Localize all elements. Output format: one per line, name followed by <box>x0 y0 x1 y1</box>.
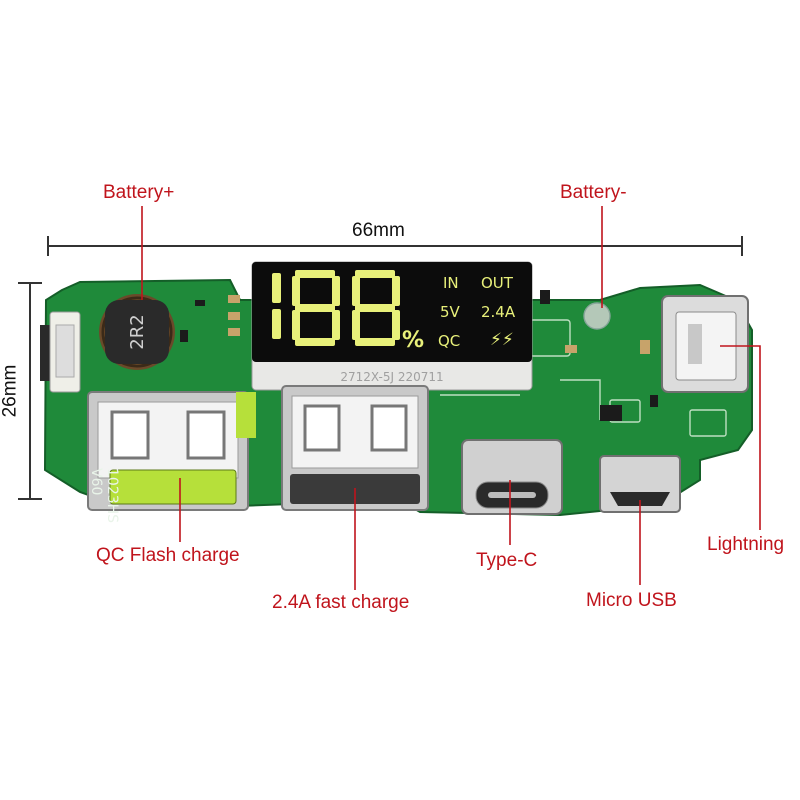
qc-flash-label: QC Flash charge <box>96 545 240 566</box>
digit-8-first <box>292 270 340 346</box>
micro-usb-label: Micro USB <box>586 590 677 611</box>
digit-1 <box>272 273 281 339</box>
display-voltage: 5V <box>440 303 460 321</box>
display-code-text: 2712X-5J 220711 <box>340 370 443 384</box>
width-dimension-tick-left <box>47 236 49 256</box>
lightning-bolt-icon: ⚡⚡ <box>490 330 514 350</box>
inductor-text: 2R2 <box>127 314 148 349</box>
width-dimension-label: 66mm <box>352 220 405 241</box>
type-c-label: Type-C <box>476 550 538 571</box>
height-dimension-line <box>29 283 31 499</box>
display-percent: % <box>402 328 425 353</box>
display-qc: QC <box>438 332 461 350</box>
width-dimension-line <box>48 245 742 247</box>
height-dimension-tick-top <box>18 282 42 284</box>
lightning-line <box>720 345 761 530</box>
model-text: 1023HS <box>104 468 120 523</box>
display-in-label: IN <box>443 274 459 292</box>
version-text: V60 <box>88 468 104 495</box>
battery-minus-label: Battery- <box>560 182 627 203</box>
lightning-label: Lightning <box>707 534 785 555</box>
digit-8-second <box>352 270 400 346</box>
height-dimension-tick-bottom <box>18 498 42 500</box>
battery-plus-label: Battery+ <box>103 182 175 203</box>
width-dimension-tick-right <box>741 236 743 256</box>
display-out-label: OUT <box>481 274 513 292</box>
fast-charge-label: 2.4A fast charge <box>272 592 410 613</box>
display-current: 2.4A <box>481 303 516 321</box>
